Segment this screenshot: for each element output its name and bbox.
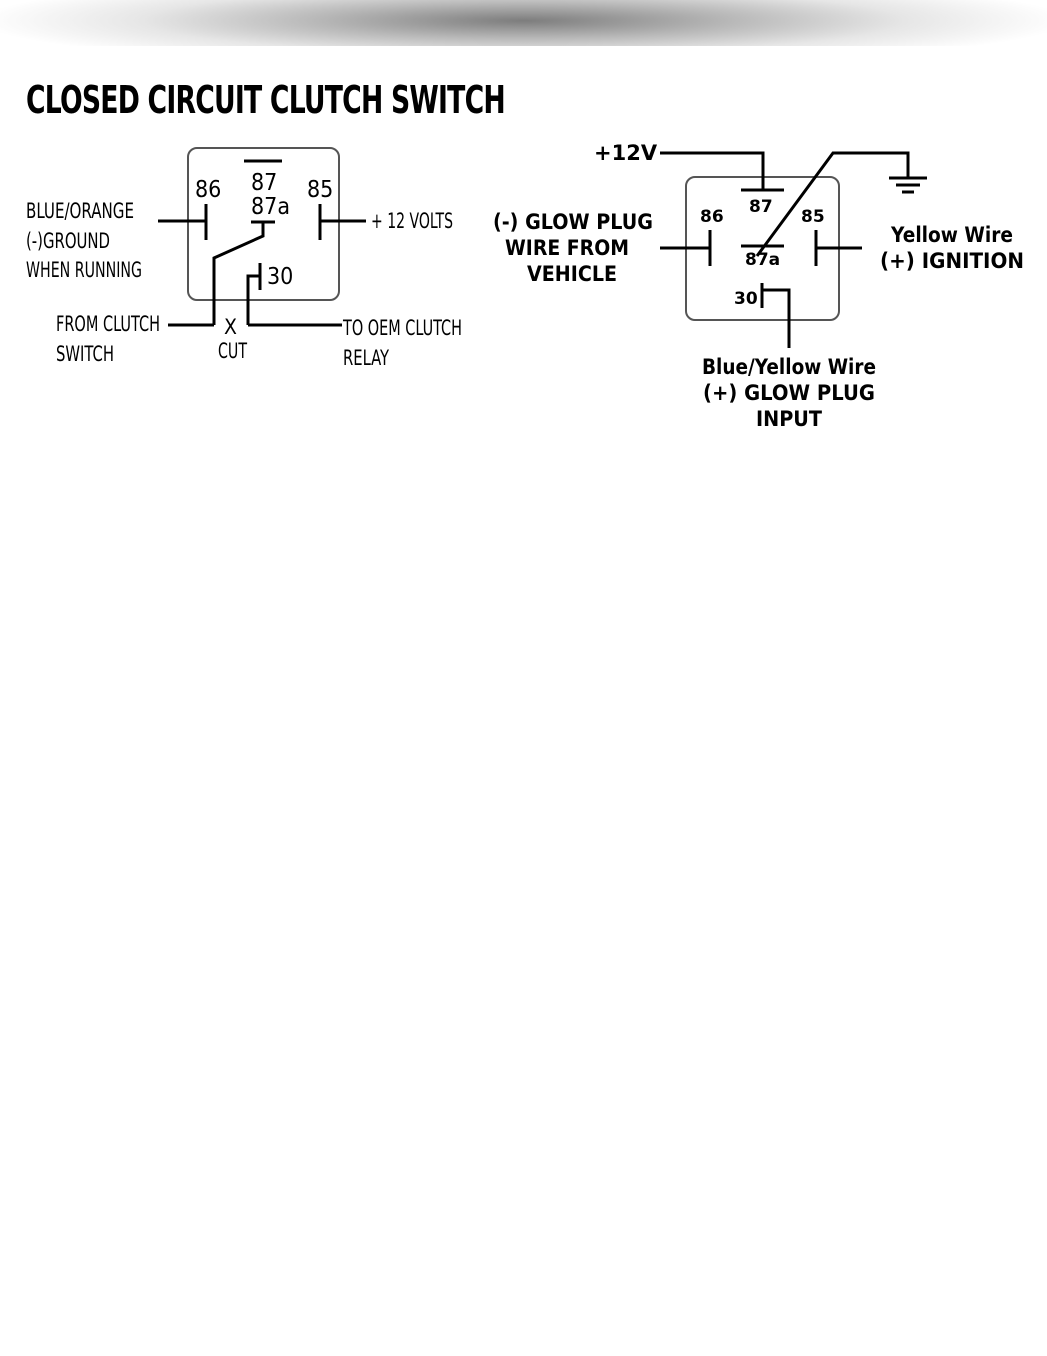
header-gradient-band xyxy=(0,0,1047,46)
right-pin-87a: 87a xyxy=(745,250,780,270)
right-blue-yellow-label-line1: Blue/Yellow Wire xyxy=(702,355,876,379)
right-30-wire xyxy=(762,288,791,348)
right-glow-label-line3: VEHICLE xyxy=(527,262,617,286)
right-relay-diagram: 86 87 85 87a 30 +12V (-) GLOW PLUG WIRE … xyxy=(493,141,1024,431)
left-to-oem-line2: RELAY xyxy=(343,346,389,370)
right-pin-86: 86 xyxy=(700,207,724,227)
right-ground-icon xyxy=(889,176,927,194)
left-pin-85: 85 xyxy=(307,177,333,203)
left-cut-mark: X xyxy=(224,315,237,339)
left-from-clutch-line1: FROM CLUTCH xyxy=(56,312,160,336)
left-plus12-label: + 12 VOLTS xyxy=(371,209,453,233)
left-relay-box xyxy=(187,147,340,301)
left-30-wire xyxy=(246,274,260,325)
right-12v-wire xyxy=(660,151,765,190)
left-from-clutch-line2: SWITCH xyxy=(56,342,114,366)
right-pin-87: 87 xyxy=(749,197,773,217)
left-cut-label: CUT xyxy=(218,339,247,363)
right-glow-label-line2: WIRE FROM xyxy=(505,236,629,260)
right-pin-85: 85 xyxy=(801,207,825,227)
left-pin-86: 86 xyxy=(195,177,221,203)
left-ground-label-line3: WHEN RUNNING xyxy=(26,258,142,282)
right-ground-wire xyxy=(755,151,910,257)
right-12v-label: +12V xyxy=(594,141,658,165)
right-yellow-label-line2: (+) IGNITION xyxy=(880,249,1024,273)
right-blue-yellow-label-line2: (+) GLOW PLUG xyxy=(703,381,875,405)
right-yellow-label-line1: Yellow Wire xyxy=(890,223,1013,247)
left-switch-arm xyxy=(212,222,265,325)
left-to-oem-line1: TO OEM CLUTCH xyxy=(342,316,462,340)
right-pin-30: 30 xyxy=(734,289,758,309)
right-blue-yellow-label-line3: INPUT xyxy=(756,407,823,431)
left-ground-label-line2: (-)GROUND xyxy=(26,229,110,253)
left-pin-30: 30 xyxy=(267,264,293,290)
left-ground-label-line1: BLUE/ORANGE xyxy=(26,199,134,223)
right-glow-label-line1: (-) GLOW PLUG xyxy=(493,210,653,234)
left-pin-87: 87 xyxy=(251,170,277,196)
left-relay-diagram: 86 87 87a 85 30 BLUE/ORANGE (-)GROUND WH… xyxy=(26,147,462,370)
left-pin-87a: 87a xyxy=(251,194,290,220)
page-title: CLOSED CIRCUIT CLUTCH SWITCH xyxy=(26,78,506,122)
